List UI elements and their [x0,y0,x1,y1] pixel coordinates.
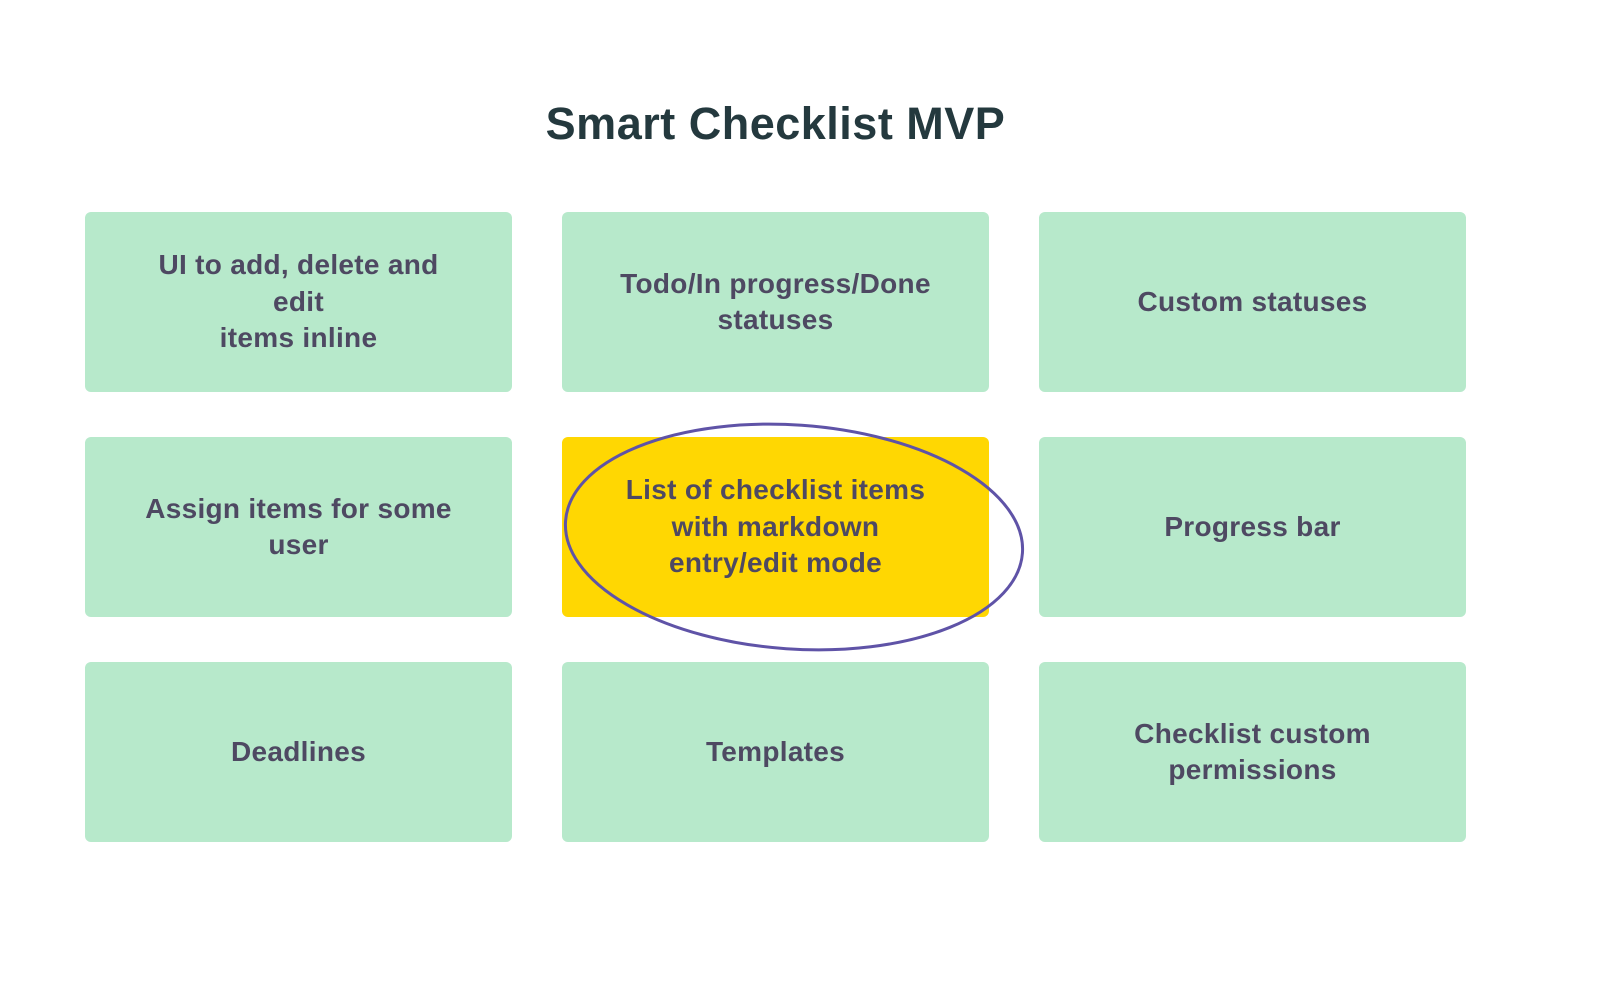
card-checklist-markdown-highlighted[interactable]: List of checklist items with markdown en… [562,437,989,617]
card-checklist-permissions[interactable]: Checklist custom permissions [1039,662,1477,850]
card-templates[interactable]: Templates [562,662,1000,850]
card-custom-statuses[interactable]: Custom statuses [1039,212,1477,400]
card-assign-items[interactable]: Assign items for some user [85,437,523,625]
card-label: Custom statuses [1137,285,1368,317]
board-title: Smart Checklist MVP [545,98,1006,149]
card-label: UI to add, delete and edit items inline [158,249,439,354]
card-label: Deadlines [231,735,366,767]
card-label: Checklist custom permissions [1134,717,1371,785]
card-label: Assign items for some user [145,492,452,560]
card-label: Todo/In progress/Done statuses [620,267,931,335]
feature-card-grid: UI to add, delete and edit items inline … [85,212,1477,850]
card-progress-bar[interactable]: Progress bar [1039,437,1477,625]
card-deadlines[interactable]: Deadlines [85,662,523,850]
card-label: List of checklist items with markdown en… [625,474,926,579]
card-todo-statuses[interactable]: Todo/In progress/Done statuses [562,212,1000,400]
card-label: Templates [705,735,846,767]
card-label: Progress bar [1164,510,1341,542]
card-ui-add-delete-edit[interactable]: UI to add, delete and edit items inline [85,212,523,400]
